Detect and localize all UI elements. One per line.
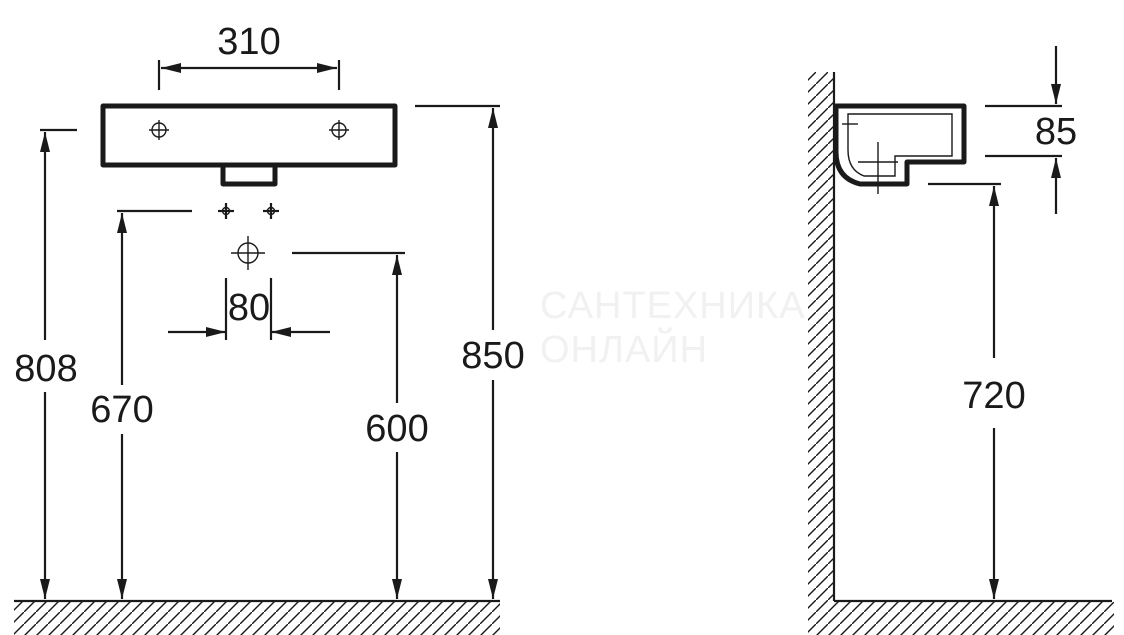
tap-hole-left-icon [149,120,169,140]
side-wall [808,72,836,602]
watermark-line1: САНТЕХНИКА [540,285,806,327]
basin-front-outline [100,103,398,187]
watermark-line2: ОНЛАЙН [540,326,708,371]
dim-85: 85 [985,46,1077,214]
basin-side-section [833,103,967,194]
dim-850-label: 850 [461,335,524,377]
waste-point-icon [231,236,265,270]
dim-808: 808 [14,128,78,599]
dim-720-label: 720 [962,375,1025,417]
side-view: 85 720 [808,46,1114,635]
dim-600-label: 600 [365,408,428,450]
front-floor [14,599,500,635]
dim-80: 80 [168,278,330,340]
watermark: САНТЕХНИКА ОНЛАЙН [540,285,806,371]
supply-point-left-icon [218,203,234,219]
dim-80-label: 80 [228,287,270,329]
dim-310-label: 310 [217,21,280,63]
supply-point-right-icon [263,203,279,219]
dim-720: 720 [928,182,1026,599]
dim-670: 670 [90,209,192,599]
dim-85-label: 85 [1035,111,1077,153]
tap-hole-right-icon [329,120,349,140]
dim-850: 850 [415,104,525,599]
front-view: 310 80 808 670 [14,21,525,635]
side-floor [808,599,1114,635]
dim-808-label: 808 [14,348,77,390]
dim-600: 600 [292,251,429,599]
dim-310: 310 [157,21,341,90]
dim-670-label: 670 [90,389,153,431]
